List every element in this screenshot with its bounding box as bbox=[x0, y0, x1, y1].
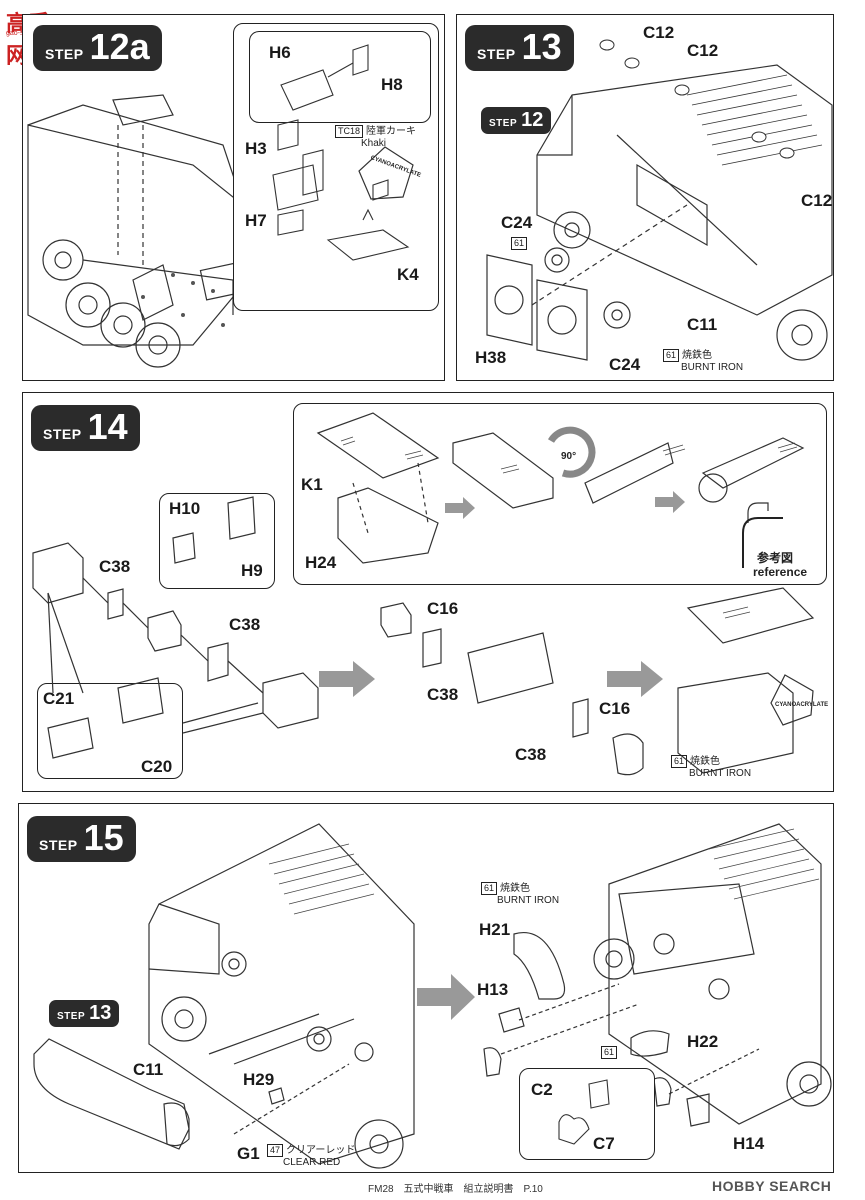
part-label-h6: H6 bbox=[269, 43, 291, 62]
page-footer: FM28 五式中戦車 組立説明書 P.10 HOBBY SEARCH bbox=[0, 1176, 865, 1196]
part-label-c20: C20 bbox=[141, 757, 173, 776]
step-12-ref-badge: STEP 12 bbox=[481, 107, 552, 134]
part-label-c11-15: C11 bbox=[133, 1060, 164, 1079]
part-label-c24-a: C24 bbox=[501, 213, 533, 232]
step-13-badge: STEP 13 bbox=[465, 25, 574, 71]
reference-note: 参考図 reference bbox=[753, 551, 808, 579]
glue-label-14: CYANOACRYLATE bbox=[775, 702, 829, 708]
process-arrow-3 bbox=[417, 974, 475, 1020]
step-15-drawing bbox=[33, 823, 832, 1169]
step-13-ref-badge: STEP 13 bbox=[49, 1000, 120, 1027]
step-14-drawing bbox=[32, 412, 815, 776]
part-label-k1: K1 bbox=[301, 475, 323, 494]
part-label-c38-a: C38 bbox=[99, 557, 131, 576]
step-12a-hull-drawing bbox=[27, 94, 257, 368]
step-13-panel: STEP 13 STEP 12 bbox=[456, 14, 834, 381]
part-label-h29: H29 bbox=[243, 1070, 275, 1089]
part-label-c12-b: C12 bbox=[687, 41, 719, 60]
part-label-c2: C2 bbox=[531, 1080, 553, 1099]
part-label-h8: H8 bbox=[381, 75, 403, 94]
step-15-c2-c7-box bbox=[519, 1068, 655, 1160]
part-label-c11: C11 bbox=[687, 315, 718, 334]
step-14-badge: STEP 14 bbox=[31, 405, 140, 451]
part-label-h38: H38 bbox=[475, 348, 507, 367]
step-14-c20-c21-box bbox=[37, 683, 183, 779]
part-label-c16-a: C16 bbox=[427, 599, 459, 618]
page-number: FM28 五式中戦車 組立説明書 P.10 bbox=[368, 1184, 543, 1195]
part-label-h3: H3 bbox=[245, 139, 267, 158]
watermark: HOBBY SEARCH bbox=[712, 1178, 832, 1194]
part-label-h7: H7 bbox=[245, 211, 267, 230]
part-label-c21: C21 bbox=[43, 689, 75, 708]
step-15-badge: STEP 15 bbox=[27, 816, 136, 862]
part-label-c7: C7 bbox=[593, 1134, 615, 1153]
paint-chip-61-h22: 61 bbox=[601, 1046, 620, 1059]
cover-arrow-1 bbox=[445, 497, 475, 519]
part-label-c24-b: C24 bbox=[609, 355, 641, 374]
step-12a-panel: STEP 12a bbox=[22, 14, 445, 381]
step-12a-badge: STEP 12a bbox=[33, 25, 162, 71]
paint-chip-61-a: 61 bbox=[511, 237, 530, 250]
rotation-label: 90° bbox=[561, 451, 577, 462]
part-label-h24: H24 bbox=[305, 553, 337, 572]
step-13-hull-drawing bbox=[486, 39, 833, 361]
part-label-h10: H10 bbox=[169, 499, 201, 518]
part-label-c38-c: C38 bbox=[427, 685, 459, 704]
part-label-g1: G1 bbox=[237, 1144, 260, 1163]
part-label-c38-b: C38 bbox=[229, 615, 261, 634]
part-label-h21: H21 bbox=[479, 920, 511, 939]
part-label-c12-c: C12 bbox=[801, 191, 833, 210]
step-14-h9-h10-box bbox=[159, 493, 275, 589]
step-15-panel: STEP 15 STEP 13 bbox=[18, 803, 834, 1173]
part-label-h9: H9 bbox=[241, 561, 263, 580]
part-label-c38-d: C38 bbox=[515, 745, 547, 764]
part-label-h14: H14 bbox=[733, 1134, 765, 1153]
process-arrow-2 bbox=[607, 661, 663, 697]
step-14-panel: STEP 14 bbox=[22, 392, 834, 792]
part-label-h13: H13 bbox=[477, 980, 509, 999]
process-arrow-1 bbox=[319, 661, 375, 697]
part-label-c16-b: C16 bbox=[599, 699, 631, 718]
part-label-h22: H22 bbox=[687, 1032, 719, 1051]
part-label-c12-a: C12 bbox=[643, 23, 675, 42]
part-label-k4: K4 bbox=[397, 265, 419, 284]
cover-arrow-2 bbox=[655, 491, 685, 513]
